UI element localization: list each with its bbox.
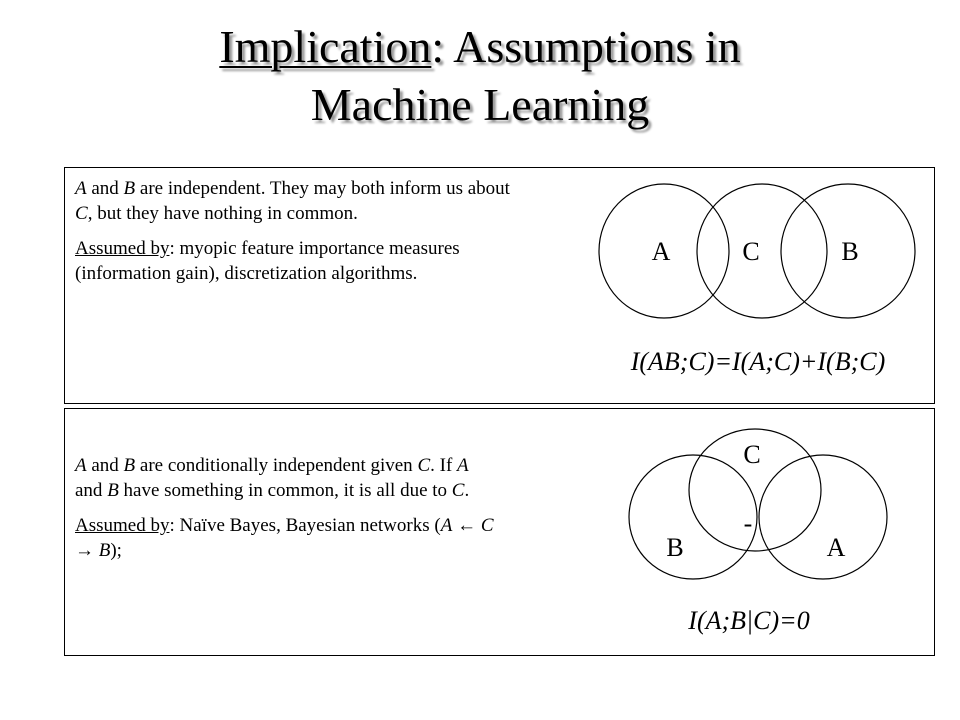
var-c: C: [480, 515, 494, 536]
var-b: B: [123, 178, 136, 199]
text-run: have something in common, it is all due …: [118, 480, 452, 501]
independence-venn-diagram: A C B I(AB;C)=I(A;C)+I(B;C): [598, 183, 916, 376]
conditional-independence-panel: A and B are conditionally independent gi…: [64, 408, 935, 656]
text-run: and: [75, 480, 108, 501]
text-run: . If: [430, 455, 458, 476]
var-b: B: [98, 540, 111, 561]
venn-circle-a: [758, 454, 888, 580]
title-rest-line1: : Assumptions in: [431, 21, 741, 72]
venn-overlap-minus: -: [744, 509, 753, 538]
independence-assumed-by: Assumed by: myopic feature importance me…: [75, 236, 520, 286]
var-c: C: [451, 480, 465, 501]
venn-label-c: C: [743, 440, 760, 469]
venn-circle-b: [628, 454, 758, 580]
text-run: and: [86, 178, 124, 199]
text-run: are conditionally independent given: [135, 455, 418, 476]
venn-label-b: B: [666, 533, 683, 562]
var-a: A: [75, 455, 87, 476]
var-c: C: [75, 203, 88, 224]
venn-label-c: C: [742, 237, 759, 266]
venn-label-b: B: [841, 237, 858, 266]
title-underlined-word: Implication: [219, 21, 432, 72]
venn-circle-b: [780, 183, 916, 319]
var-c: C: [417, 455, 431, 476]
venn-circle-c: [688, 428, 822, 552]
text-run: are independent. They may both inform us…: [135, 178, 510, 199]
venn-circle-c: [696, 183, 828, 319]
var-b: B: [107, 480, 119, 501]
var-a: A: [75, 178, 87, 199]
assumed-by-label: Assumed by: [75, 515, 170, 536]
venn-label-a: A: [827, 533, 846, 562]
title-line2: Machine Learning: [310, 79, 650, 130]
venn-label-a: A: [652, 237, 671, 266]
independence-panel: A and B are independent. They may both i…: [64, 167, 935, 404]
assumed-by-text: : Naïve Bayes, Bayesian networks (: [169, 515, 441, 536]
arrow-left-icon: ←: [452, 515, 481, 536]
venn-circle-a: [598, 183, 730, 319]
var-b: B: [123, 455, 136, 476]
conditional-venn-diagram: C B A - I(A;B|C)=0: [628, 428, 888, 635]
slide-title: Implication: Assumptions in Machine Lear…: [0, 18, 960, 134]
arrow-right-icon: →: [75, 540, 99, 561]
independence-description: A and B are independent. They may both i…: [75, 176, 515, 226]
conditional-equation: I(A;B|C)=0: [687, 606, 809, 635]
text-run: .: [464, 480, 470, 501]
var-a: A: [440, 515, 453, 536]
independence-text: A and B are independent. They may both i…: [75, 176, 515, 296]
conditional-assumed-by: Assumed by: Naïve Bayes, Bayesian networ…: [75, 513, 500, 563]
conditional-description: A and B are conditionally independent gi…: [75, 453, 500, 503]
assumed-by-text: : myopic feature importance measures (in…: [75, 238, 460, 284]
conditional-text: A and B are conditionally independent gi…: [75, 453, 500, 573]
text-run: , but they have nothing in common.: [87, 203, 358, 224]
independence-equation: I(AB;C)=I(A;C)+I(B;C): [630, 347, 886, 376]
assumed-by-label: Assumed by: [75, 238, 170, 259]
text-run: );: [110, 540, 122, 561]
var-a: A: [457, 455, 469, 476]
text-run: and: [86, 455, 124, 476]
